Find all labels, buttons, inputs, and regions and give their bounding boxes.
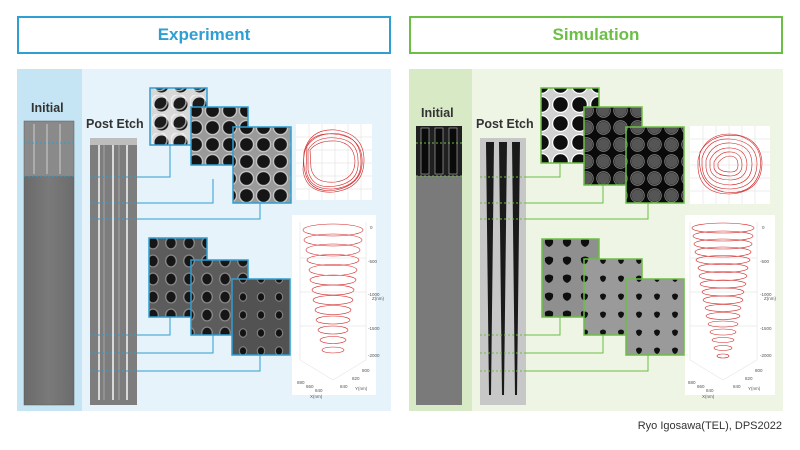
sim-y-axis-label: Y(nm) (748, 386, 761, 391)
exp-x-tick: 860 (306, 384, 314, 389)
sim-z-tick: -2000 (760, 353, 772, 358)
simulation-initial-image (416, 126, 462, 405)
simulation-axis-labels: 0 -500 -1000 -1500 -2000 Z(nm) 880 860 8… (688, 225, 776, 399)
simulation-post-etch-image (480, 138, 526, 405)
sim-x-tick: 840 (706, 388, 714, 393)
exp-z-axis-label: Z(nm) (372, 296, 384, 301)
sim-z-axis-label: Z(nm) (764, 296, 776, 301)
experiment-connectors (137, 140, 261, 372)
exp-x-tick: 840 (315, 388, 323, 393)
exp-y-tick: 840 (340, 384, 348, 389)
sim-z-tick: -1500 (760, 326, 772, 331)
experiment-top-hole-images (149, 87, 292, 204)
experiment-3d-trajectory-plot (292, 215, 376, 395)
experiment-bottom-hole-images (148, 237, 291, 356)
simulation-title: Simulation (409, 16, 783, 54)
simulation-top-trajectory-plot (690, 126, 770, 204)
credit-text: Ryo Igosawa(TEL), DPS2022 (637, 420, 782, 432)
experiment-title: Experiment (17, 16, 391, 54)
experiment-title-text: Experiment (157, 25, 251, 44)
exp-y-tick: 800 (362, 368, 370, 373)
exp-y-tick: 820 (352, 376, 360, 381)
experiment-depth-guides (24, 142, 137, 372)
simulation-connectors (526, 163, 649, 372)
sim-y-tick: 840 (733, 384, 741, 389)
sim-z-tick: 0 (762, 225, 765, 230)
experiment-axis-labels: 0 -500 -1000 -1500 -2000 Z(nm) 880 860 8… (297, 225, 384, 399)
simulation-initial-label: Initial (421, 106, 454, 120)
simulation-top-hole-images (540, 87, 685, 204)
sim-z-tick: -1000 (760, 292, 772, 297)
sim-z-tick: -500 (760, 259, 770, 264)
experiment-initial-label: Initial (31, 101, 64, 115)
exp-x-axis-label: X(nm) (310, 394, 323, 399)
experiment-post-etch-label: Post Etch (86, 117, 144, 131)
sim-x-tick: 860 (697, 384, 705, 389)
simulation-post-etch-label: Post Etch (476, 117, 534, 131)
exp-z-tick: -2000 (368, 353, 380, 358)
exp-z-tick: -1500 (368, 326, 380, 331)
sim-x-axis-label: X(nm) (702, 394, 715, 399)
experiment-post-etch-sem-image (90, 138, 137, 405)
simulation-title-text: Simulation (552, 25, 640, 44)
simulation-bottom-hole-images (541, 238, 685, 356)
exp-y-axis-label: Y(nm) (355, 386, 368, 391)
sim-x-tick: 880 (688, 380, 696, 385)
experiment-initial-sem-image (23, 120, 75, 406)
exp-z-tick: -1000 (368, 292, 380, 297)
sim-y-tick: 800 (755, 368, 763, 373)
exp-z-tick: -500 (368, 259, 378, 264)
exp-z-tick: 0 (370, 225, 373, 230)
experiment-top-trajectory-plot (296, 124, 372, 200)
sim-y-tick: 820 (745, 376, 753, 381)
exp-x-tick: 880 (297, 380, 305, 385)
simulation-3d-trajectory-plot (685, 215, 775, 395)
